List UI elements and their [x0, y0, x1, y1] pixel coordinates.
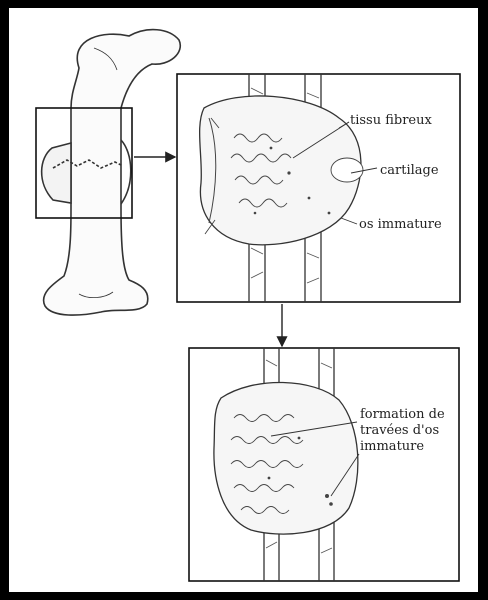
femur-bone: [42, 30, 181, 315]
fracture-healing-diagram: tissu fibreux cartilage os immature: [9, 8, 478, 592]
callus-panel-late: formation de travées d'os immature: [189, 348, 459, 581]
label-formation-line1: formation de: [360, 407, 445, 422]
label-formation-line3: immature: [360, 439, 424, 454]
figure-area: tissu fibreux cartilage os immature: [9, 8, 478, 592]
label-cartilage: cartilage: [380, 163, 439, 178]
callus-panel-early: tissu fibreux cartilage os immature: [177, 74, 460, 302]
label-os-immature: os immature: [359, 217, 442, 232]
label-tissu-fibreux: tissu fibreux: [350, 113, 433, 128]
label-formation-line2: travées d'os: [360, 423, 439, 438]
